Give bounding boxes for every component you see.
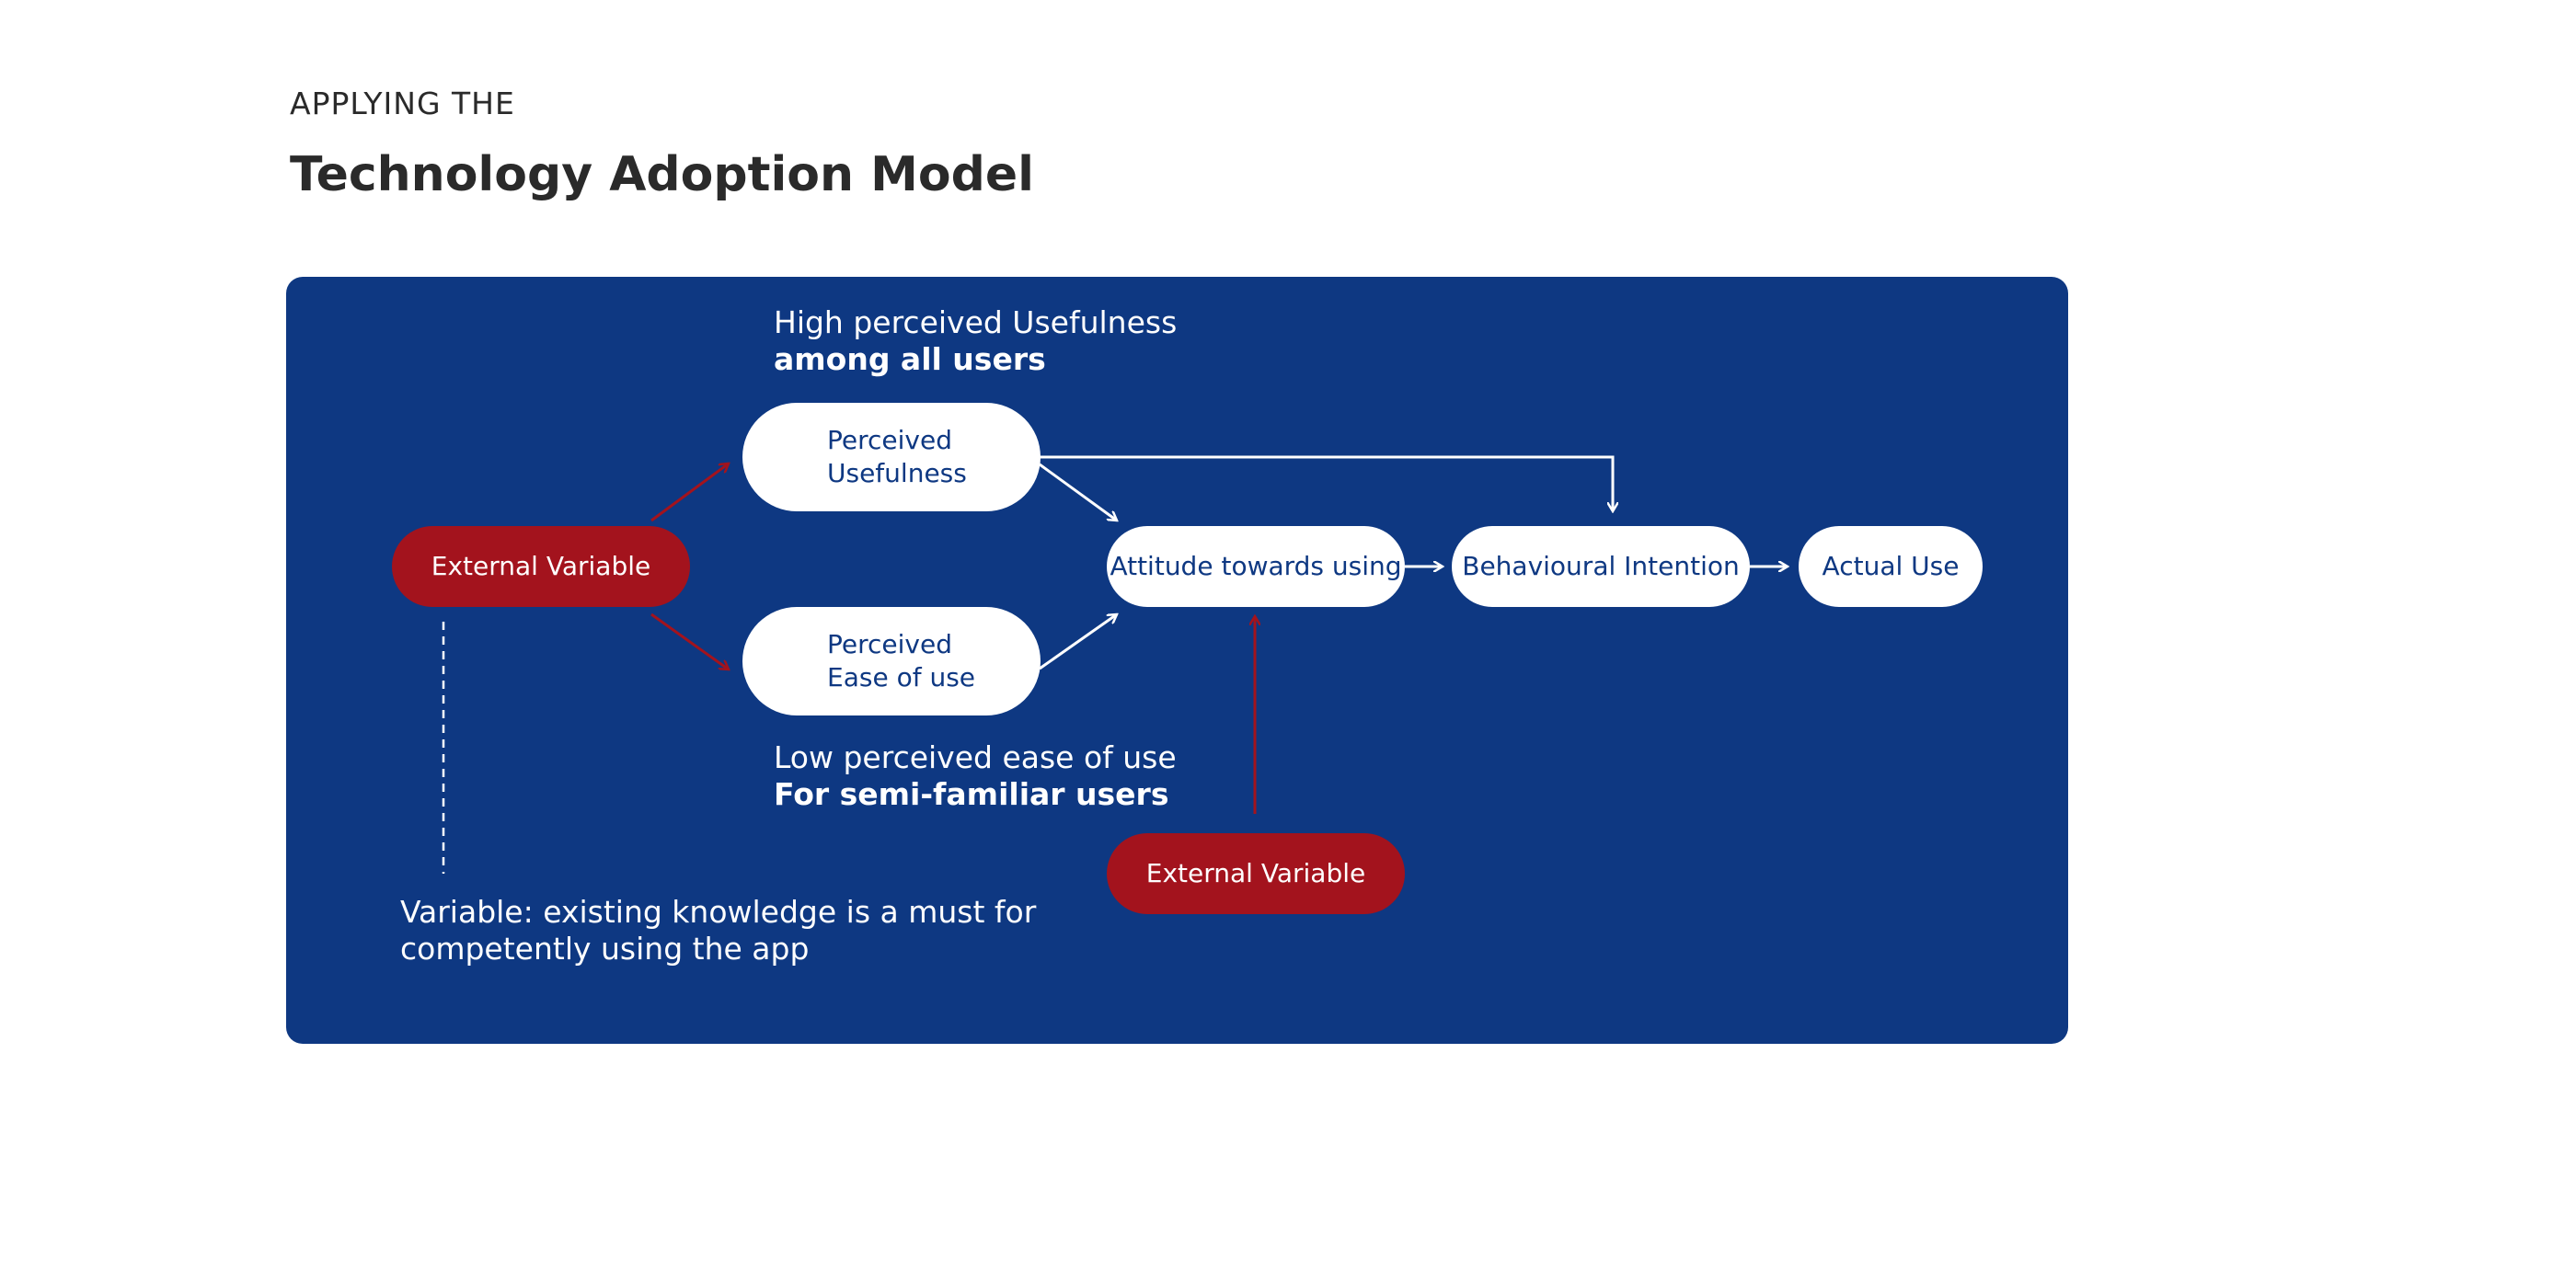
- perceived-usefulness-node: Perceived Usefulness: [742, 403, 1041, 511]
- external-variable-node-bottom: External Variable: [1107, 833, 1405, 914]
- usefulness-label-line2: Usefulness: [827, 458, 967, 488]
- intention-label: Behavioural Intention: [1462, 551, 1740, 581]
- ease-label-line1: Perceived: [827, 629, 952, 659]
- arrow-usefulness-to-intention: [1040, 455, 1613, 511]
- arrow-external-to-ease: [650, 612, 729, 670]
- perceived-ease-of-use-node: Perceived Ease of use: [742, 607, 1041, 715]
- actual-use-node: Actual Use: [1799, 526, 1983, 607]
- actual-use-label: Actual Use: [1822, 551, 1960, 581]
- arrow-external-to-usefulness: [650, 464, 729, 522]
- ease-note-line2: For semi-familiar users: [774, 776, 1169, 812]
- external-variable-label: External Variable: [431, 551, 651, 581]
- usefulness-label-line1: Perceived: [827, 425, 952, 455]
- variable-note: Variable: existing knowledge is a must f…: [400, 894, 1036, 967]
- arrow-ease-to-attitude: [1039, 614, 1117, 670]
- variable-note-line1: Variable: existing knowledge is a must f…: [400, 894, 1037, 930]
- variable-note-line2: competently using the app: [400, 931, 810, 967]
- usefulness-note: High perceived Usefulness among all user…: [774, 304, 1177, 378]
- attitude-node: Attitude towards using: [1107, 526, 1405, 607]
- eyebrow-text: APPLYING THE: [290, 86, 515, 121]
- ease-note-line1: Low perceived ease of use: [774, 739, 1177, 775]
- behavioural-intention-node: Behavioural Intention: [1452, 526, 1750, 607]
- arrow-usefulness-to-attitude: [1039, 463, 1117, 521]
- usefulness-note-line1: High perceived Usefulness: [774, 304, 1178, 340]
- page-title: Technology Adoption Model: [290, 147, 1034, 202]
- usefulness-note-line2: among all users: [774, 341, 1046, 377]
- external-variable-node-left: External Variable: [392, 526, 690, 607]
- diagram-panel: [286, 277, 2068, 1044]
- ease-label-line2: Ease of use: [827, 662, 976, 693]
- attitude-label: Attitude towards using: [1110, 551, 1402, 581]
- ease-note: Low perceived ease of use For semi-famil…: [774, 739, 1177, 813]
- external-variable-bottom-label: External Variable: [1145, 858, 1366, 888]
